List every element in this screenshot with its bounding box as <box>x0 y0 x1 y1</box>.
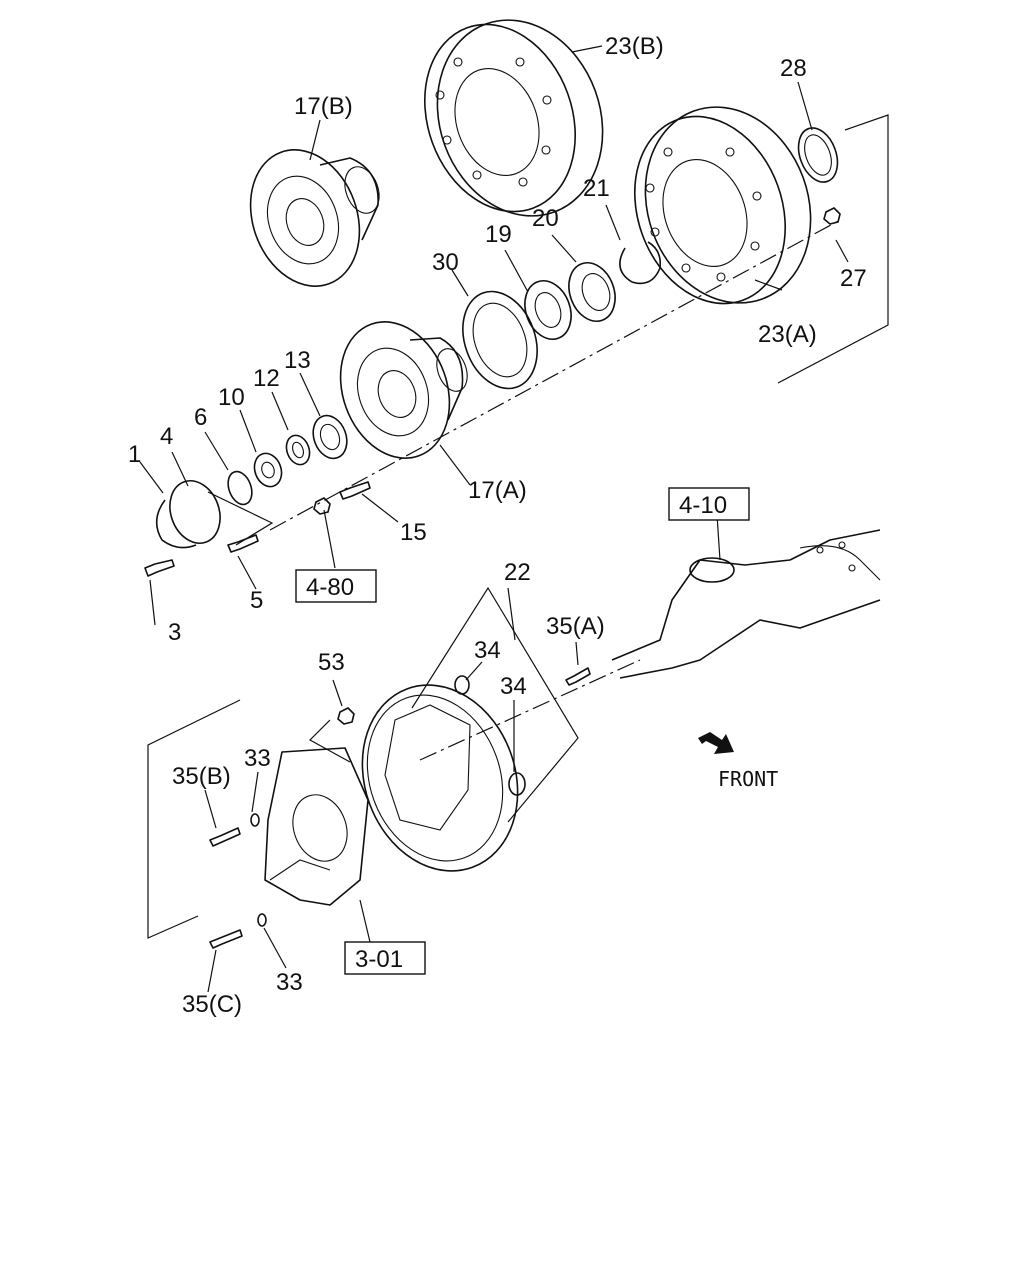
callout-13: 13 <box>284 347 311 374</box>
callout-22: 22 <box>504 559 531 586</box>
plug-34-upper <box>454 675 470 695</box>
callout-23a: 23(A) <box>758 321 817 348</box>
gasket-6 <box>227 470 253 506</box>
brake-drum-23a <box>633 106 812 305</box>
callout-20: 20 <box>532 205 559 232</box>
ref-label-3-01: 3-01 <box>355 946 403 973</box>
hub-nut-27 <box>823 207 841 225</box>
callout-17a: 17(A) <box>468 477 527 504</box>
callout-1: 1 <box>128 441 141 468</box>
callout-33-lower: 33 <box>276 969 303 996</box>
bracket-22 <box>411 586 579 823</box>
backing-plate-22 <box>361 684 519 872</box>
arrow-down-right-icon <box>698 732 734 754</box>
oil-seal-28 <box>797 127 839 183</box>
front-direction-label: FRONT <box>718 767 778 791</box>
hub-bolt-15 <box>339 481 371 500</box>
callout-15: 15 <box>400 519 427 546</box>
callout-21: 21 <box>583 175 610 202</box>
callout-35c: 35(C) <box>182 991 242 1018</box>
callout-3: 3 <box>168 619 181 646</box>
ref-box-4-80 <box>295 569 377 603</box>
callout-35a: 35(A) <box>546 613 605 640</box>
ref-label-4-10: 4-10 <box>679 492 727 519</box>
plug-34-lower <box>508 772 526 796</box>
bolt-3 <box>144 559 175 577</box>
bolt-35a <box>565 667 591 686</box>
bracket-4-5 <box>207 491 274 546</box>
callout-6: 6 <box>194 404 207 431</box>
bolt-35b <box>209 827 241 847</box>
hub-cap-1 <box>155 480 221 549</box>
snap-ring-21 <box>619 241 662 285</box>
steering-knuckle <box>611 529 881 679</box>
callout-30: 30 <box>432 249 459 276</box>
bolt-5 <box>227 534 259 553</box>
left-lower-bracket <box>147 699 241 939</box>
bearing-race-20 <box>568 262 616 322</box>
brake-drum-23b <box>423 19 604 217</box>
washer-12 <box>285 434 311 466</box>
wheel-center-axis <box>269 219 841 531</box>
callout-34-upper: 34 <box>474 637 501 664</box>
wheel-nut-4-80 <box>313 497 331 515</box>
upper-right-bracket <box>777 114 889 384</box>
tone-ring-30 <box>462 290 538 390</box>
callout-4: 4 <box>160 423 173 450</box>
bolt-35c <box>209 929 243 949</box>
callout-28: 28 <box>780 55 807 82</box>
callout-10: 10 <box>218 384 245 411</box>
callout-12: 12 <box>253 365 280 392</box>
callout-33-upper: 33 <box>244 745 271 772</box>
callout-35b: 35(B) <box>172 763 231 790</box>
callout-19: 19 <box>485 221 512 248</box>
ref-label-4-80: 4-80 <box>306 574 354 601</box>
lock-nut-10 <box>253 452 283 488</box>
callout-5: 5 <box>250 587 263 614</box>
callout-53: 53 <box>318 649 345 676</box>
roller-bearing-13 <box>312 414 348 460</box>
washer-33-lower <box>257 913 267 927</box>
washer-33-upper <box>250 813 260 827</box>
ref-box-3-01 <box>344 941 426 975</box>
callout-17b: 17(B) <box>294 93 353 120</box>
wheel-hub-17b <box>249 149 380 287</box>
bracket-53 <box>309 719 351 763</box>
callout-27: 27 <box>840 265 867 292</box>
callout-34-lower: 34 <box>500 673 527 700</box>
lower-center-axis <box>419 659 641 761</box>
nut-53 <box>337 707 355 725</box>
callout-23b: 23(B) <box>605 33 664 60</box>
wheel-hub-17a <box>339 321 468 459</box>
ref-box-4-10 <box>668 487 750 521</box>
anchor-bracket-3-01 <box>264 747 369 906</box>
